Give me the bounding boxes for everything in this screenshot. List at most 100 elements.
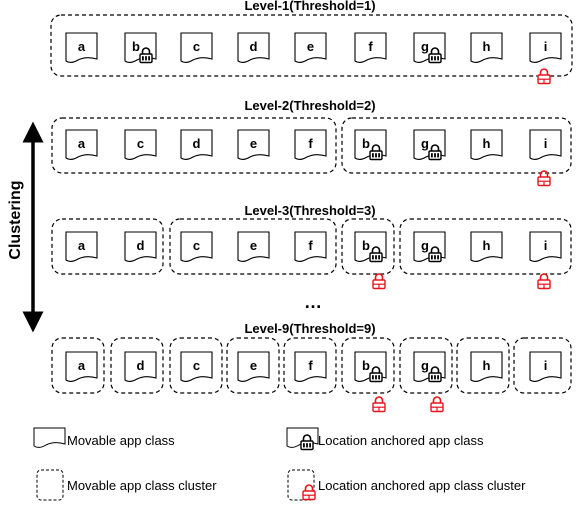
app-class-label: a xyxy=(78,136,86,151)
legend-movable-class-icon xyxy=(33,427,66,448)
cluster-level-2-movable xyxy=(51,117,337,174)
app-class-label: f xyxy=(308,238,313,253)
app-class-label: h xyxy=(483,39,491,54)
app-class-label: d xyxy=(137,238,145,253)
cluster-level-9-b xyxy=(341,337,395,394)
cluster-lock-icon xyxy=(537,68,551,85)
cluster-lock-icon xyxy=(537,273,551,290)
app-class-box-f: f xyxy=(354,32,387,63)
legend-movable-class: Movable app class xyxy=(33,427,175,448)
app-class-box-h: h xyxy=(470,351,503,382)
app-class-label: b xyxy=(362,238,370,253)
app-class-label: g xyxy=(421,39,429,54)
app-class-label: e xyxy=(250,136,257,151)
cluster-level-3-movable-ad xyxy=(51,218,164,275)
app-class-box-f: f xyxy=(294,129,327,160)
ellipsis: … xyxy=(304,292,322,312)
app-class-label: d xyxy=(193,136,201,151)
app-class-box-a: a xyxy=(65,351,98,382)
clustering-label: Clustering xyxy=(7,180,24,259)
app-class-box-d: d xyxy=(180,129,213,160)
app-class-box-d: d xyxy=(124,351,157,382)
app-class-label: f xyxy=(308,136,313,151)
app-class-box-c: c xyxy=(180,32,213,63)
legend-anchored-cluster-icon xyxy=(287,469,315,501)
app-class-box-e: e xyxy=(237,231,270,262)
cluster-lock-icon xyxy=(372,396,386,413)
legend: Movable app class Location anchored app … xyxy=(33,427,526,501)
app-class-box-a: a xyxy=(65,231,98,262)
app-class-box-g: g xyxy=(413,129,446,161)
app-class-box-b: b xyxy=(354,129,387,161)
app-class-label: h xyxy=(483,358,491,373)
app-class-label: g xyxy=(421,238,429,253)
legend-movable-cluster-label: Movable app class cluster xyxy=(67,478,217,493)
cluster-level-9-h xyxy=(456,337,510,394)
legend-anchored-cluster-label: Location anchored app class cluster xyxy=(318,478,526,493)
app-class-label: e xyxy=(250,358,257,373)
app-class-box-c: c xyxy=(180,231,213,262)
app-class-box-f: f xyxy=(294,231,327,262)
cluster-level-9-i xyxy=(513,337,572,394)
level-1-title: Level-1(Threshold=1) xyxy=(244,0,375,13)
app-class-label: g xyxy=(421,358,429,373)
app-class-label: i xyxy=(544,238,548,253)
cluster-level-3-anchored-b xyxy=(341,218,395,275)
legend-cluster-lock-icon xyxy=(302,484,316,501)
app-class-label: i xyxy=(544,358,548,373)
app-class-box-i: i xyxy=(529,129,562,160)
app-class-label: f xyxy=(308,358,313,373)
cluster-level-9-c xyxy=(169,337,223,394)
app-class-label: d xyxy=(250,39,258,54)
app-class-box-c: c xyxy=(180,351,213,382)
legend-movable-cluster: Movable app class cluster xyxy=(36,469,217,501)
app-class-label: c xyxy=(193,39,200,54)
app-class-box-b: b xyxy=(354,231,387,263)
cluster-level-9-a xyxy=(51,337,105,394)
app-class-box-a: a xyxy=(65,32,98,63)
legend-anchored-class: Location anchored app class xyxy=(286,427,484,451)
app-class-label: i xyxy=(544,136,548,151)
app-class-box-h: h xyxy=(470,129,503,160)
app-class-box-g: g xyxy=(413,351,446,383)
app-class-label: a xyxy=(78,238,86,253)
app-class-box-g: g xyxy=(413,32,446,64)
legend-movable-class-label: Movable app class xyxy=(67,433,175,448)
app-class-box-i: i xyxy=(529,351,562,382)
app-class-label: e xyxy=(250,238,257,253)
app-class-label: b xyxy=(362,358,370,373)
app-class-label: c xyxy=(193,238,200,253)
app-class-label: f xyxy=(368,39,373,54)
cluster-level-9-f xyxy=(283,337,337,394)
cluster-level-9-d xyxy=(110,337,164,394)
app-class-box-b: b xyxy=(354,351,387,383)
cluster-level-3-movable-cef xyxy=(169,218,337,275)
cluster-level-2-anchored xyxy=(341,117,572,174)
app-class-box-e: e xyxy=(294,32,327,63)
cluster-level-9-e xyxy=(226,337,280,394)
app-class-box-c: c xyxy=(124,129,157,160)
cluster-lock-icon xyxy=(372,273,386,290)
cluster-level-3-anchored-ghi xyxy=(399,218,572,275)
app-class-box-g: g xyxy=(413,231,446,263)
app-class-box-h: h xyxy=(470,231,503,262)
app-class-label: a xyxy=(78,358,86,373)
app-class-label: e xyxy=(307,39,314,54)
level-2-title: Level-2(Threshold=2) xyxy=(244,98,375,113)
app-class-label: g xyxy=(421,136,429,151)
app-class-box-d: d xyxy=(237,32,270,63)
legend-anchored-class-label: Location anchored app class xyxy=(318,433,484,448)
app-class-box-f: f xyxy=(294,351,327,382)
app-class-box-i: i xyxy=(529,231,562,262)
app-class-label: i xyxy=(544,39,548,54)
level-3-title: Level-3(Threshold=3) xyxy=(244,203,375,218)
app-class-label: b xyxy=(132,39,140,54)
app-class-label: h xyxy=(483,238,491,253)
app-class-label: c xyxy=(137,136,144,151)
legend-movable-cluster-icon xyxy=(36,469,64,501)
cluster-lock-icon xyxy=(430,396,444,413)
app-class-box-e: e xyxy=(237,129,270,160)
app-class-box-h: h xyxy=(470,32,503,63)
